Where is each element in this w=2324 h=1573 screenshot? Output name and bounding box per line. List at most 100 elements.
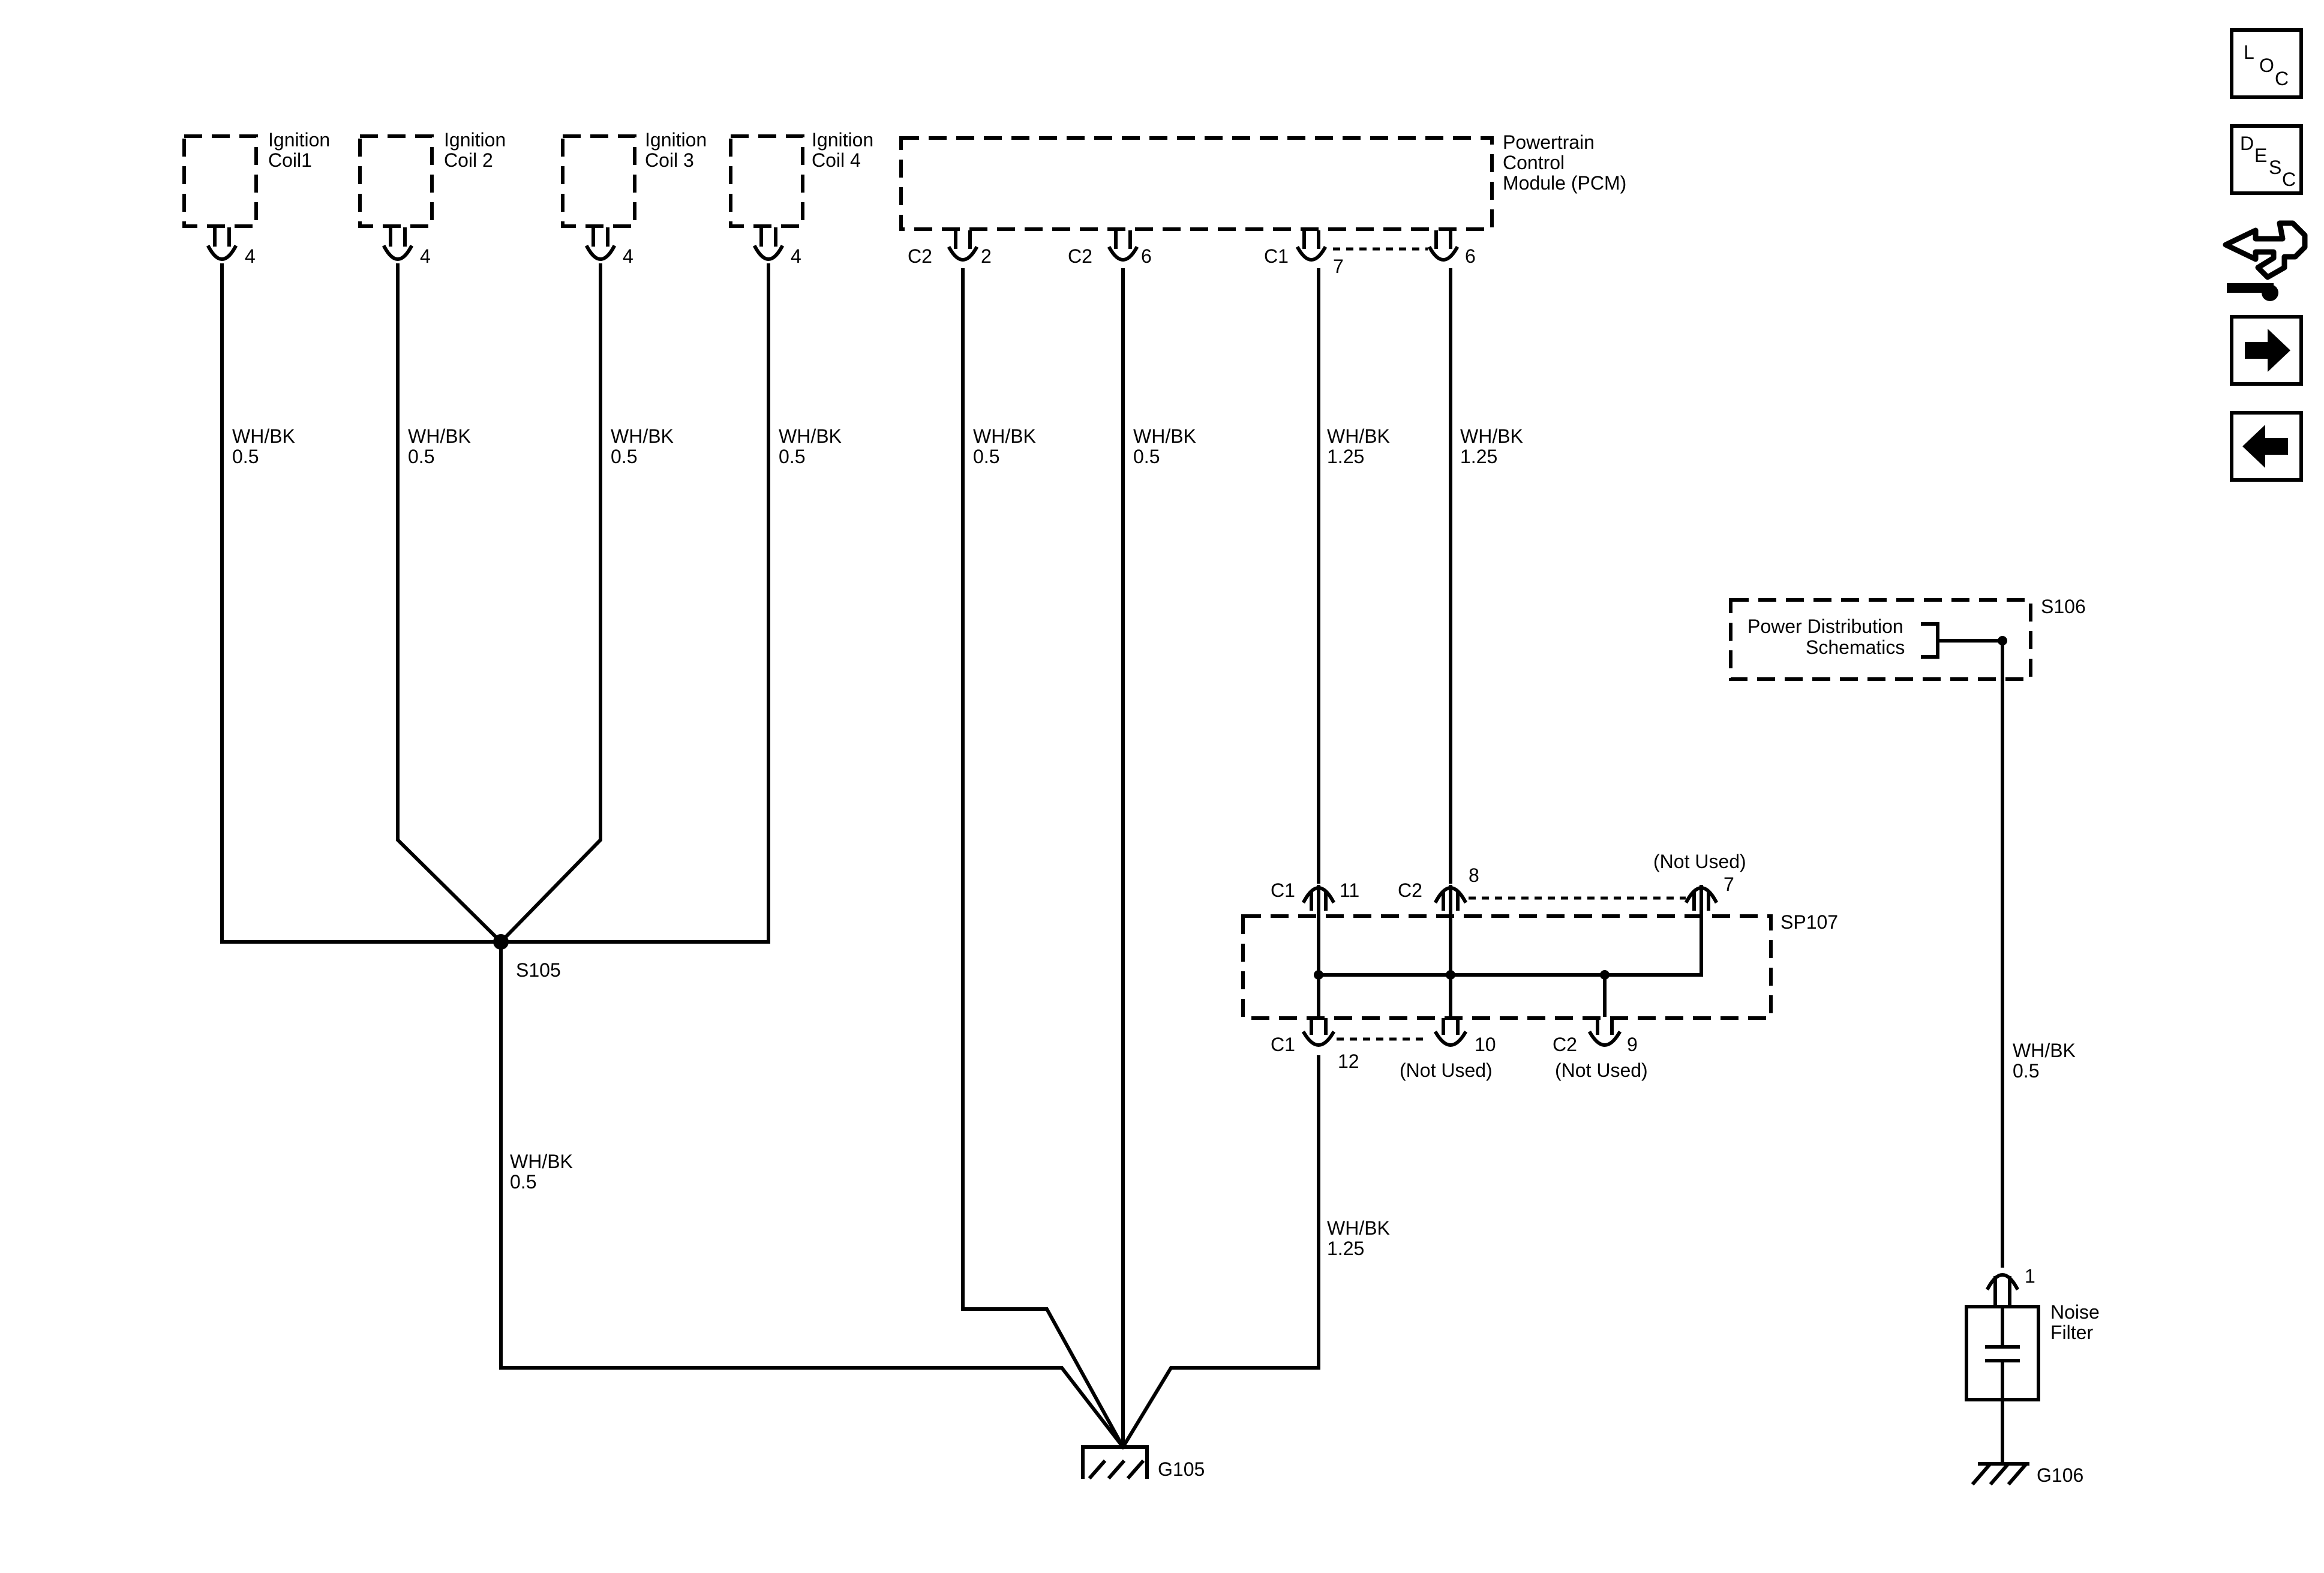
diagram-label: Ignition: [645, 129, 707, 151]
diagram-label: Ignition: [444, 129, 506, 151]
diagram-label: Power Distribution: [1747, 616, 1903, 637]
splice-s105-label: S105: [516, 959, 561, 981]
sp107-ground-wire: [1120, 1055, 1320, 1450]
diagram-label: Ignition: [812, 129, 873, 151]
diagram-label: (Not Used): [1653, 851, 1746, 872]
diagram-label: Schematics: [1806, 637, 1905, 658]
diagram-label: 6: [1465, 245, 1476, 267]
diagram-label: C1: [1264, 245, 1289, 267]
diagram-label: C1: [1271, 879, 1295, 901]
diagram-label: 1.25: [1327, 1238, 1364, 1259]
diagram-label: WH/BK: [1133, 425, 1196, 447]
diagram-label: WH/BK: [408, 425, 471, 447]
diagram-label: D: [2240, 133, 2254, 154]
diagram-label: 0.5: [2013, 1060, 2039, 1082]
diagram-label: 1.25: [1327, 446, 1364, 467]
diagram-label: S106: [2041, 596, 2086, 617]
diagram-label: (Not Used): [1555, 1059, 1648, 1081]
location-button[interactable]: L O C: [2230, 28, 2303, 99]
next-page-button[interactable]: [2230, 315, 2303, 386]
ground-g106: G106: [1971, 1462, 2083, 1486]
arrow-left-icon: [2242, 425, 2288, 468]
diagram-label: 12: [1338, 1050, 1359, 1072]
diagram-label: E: [2254, 145, 2267, 166]
diagram-label: SP107: [1780, 911, 1838, 933]
diagram-label: C2: [1553, 1034, 1577, 1055]
diagram-label: 0.5: [1133, 446, 1160, 467]
connector-terminal: [206, 227, 238, 261]
ignition-coil-1: Ignition Coil1 4: [182, 129, 330, 267]
diagram-label: C: [2282, 169, 2296, 190]
diagram-label: 1: [2025, 1265, 2035, 1287]
ignition-coil-3: Ignition Coil 3 4: [561, 129, 707, 267]
connector-wrench-icon[interactable]: [2223, 220, 2308, 301]
diagram-label: WH/BK: [2013, 1040, 2076, 1061]
diagram-label: WH/BK: [973, 425, 1036, 447]
diagram-label: 4: [245, 245, 256, 267]
ignition-coil-2: Ignition Coil 2 4: [358, 129, 506, 267]
diagram-label: 0.5: [232, 446, 259, 467]
diagram-label: WH/BK: [1460, 425, 1523, 447]
ignition-coil-4: Ignition Coil 4 4: [729, 129, 873, 267]
diagram-label: Filter: [2050, 1322, 2093, 1343]
diagram-label: 2: [981, 245, 992, 267]
diagram-label: 0.5: [408, 446, 434, 467]
diagram-label: C1: [1271, 1034, 1295, 1055]
diagram-label: G105: [1158, 1458, 1205, 1480]
ground-g105: G105: [1081, 1445, 1205, 1480]
splice-pack-sp107: C1 11 C2 8 (Not Used) 7 SP107 C1 12 10 (…: [1241, 851, 1838, 1081]
diagram-label: (Not Used): [1400, 1059, 1493, 1081]
connector-terminal: [1107, 230, 1139, 262]
description-button[interactable]: D E S C: [2230, 124, 2303, 195]
diagram-label: 0.5: [611, 446, 637, 467]
diagram-label: 4: [791, 245, 801, 267]
diagram-label: 4: [420, 245, 431, 267]
diagram-label: Noise: [2050, 1301, 2100, 1323]
connector-terminal: [947, 230, 979, 262]
noise-filter: 1 Noise Filter: [1965, 1265, 2100, 1466]
diagram-label: Coil1: [268, 149, 312, 171]
diagram-label: C2: [1068, 245, 1092, 267]
diagram-label: Coil 2: [444, 149, 493, 171]
diagram-label: S: [2269, 157, 2281, 178]
diagram-label: 7: [1333, 256, 1344, 277]
diagram-label: 9: [1627, 1034, 1638, 1055]
diagram-label: 1.25: [1460, 446, 1497, 467]
powertrain-control-module: Powertrain Control Module (PCM) C2 2 C2 …: [899, 131, 1626, 277]
diagram-label: C2: [1398, 879, 1422, 901]
connector-terminal: [1295, 230, 1328, 262]
diagram-label: Module (PCM): [1503, 172, 1626, 194]
diagram-label: 8: [1469, 864, 1479, 886]
previous-page-button[interactable]: [2230, 411, 2303, 482]
coil-wires: [220, 263, 1126, 1450]
diagram-label: 0.5: [973, 446, 999, 467]
diagram-label: WH/BK: [232, 425, 295, 447]
diagram-label: Ignition: [268, 129, 330, 151]
diagram-label: 0.5: [779, 446, 805, 467]
diagram-label: L: [2244, 41, 2254, 63]
arrow-right-icon: [2245, 329, 2290, 372]
diagram-label: WH/BK: [779, 425, 842, 447]
power-distribution-schematics: Power Distribution Schematics S106: [1729, 596, 2086, 681]
diagram-label: WH/BK: [611, 425, 674, 447]
diagram-label: 11: [1340, 879, 1359, 901]
splice-s105-dot: [493, 934, 509, 950]
diagram-label: C2: [908, 245, 932, 267]
diagram-label: WH/BK: [1327, 1217, 1390, 1239]
diagram-label: 10: [1475, 1034, 1496, 1055]
diagram-label: G106: [2037, 1464, 2083, 1486]
diagram-label: 7: [1724, 873, 1734, 895]
connector-terminal: [382, 227, 414, 261]
diagram-label: Coil 4: [812, 149, 861, 171]
diagram-label: Control: [1503, 152, 1565, 173]
connector-terminal: [752, 227, 785, 261]
diagram-label: 0.5: [510, 1171, 536, 1193]
diagram-label: 6: [1141, 245, 1152, 267]
diagram-label: Coil 3: [645, 149, 694, 171]
diagram-label: WH/BK: [1327, 425, 1390, 447]
diagram-label: WH/BK: [510, 1151, 573, 1172]
diagram-label: 4: [623, 245, 633, 267]
connector-terminal: [584, 227, 617, 261]
diagram-label: Powertrain: [1503, 131, 1595, 153]
